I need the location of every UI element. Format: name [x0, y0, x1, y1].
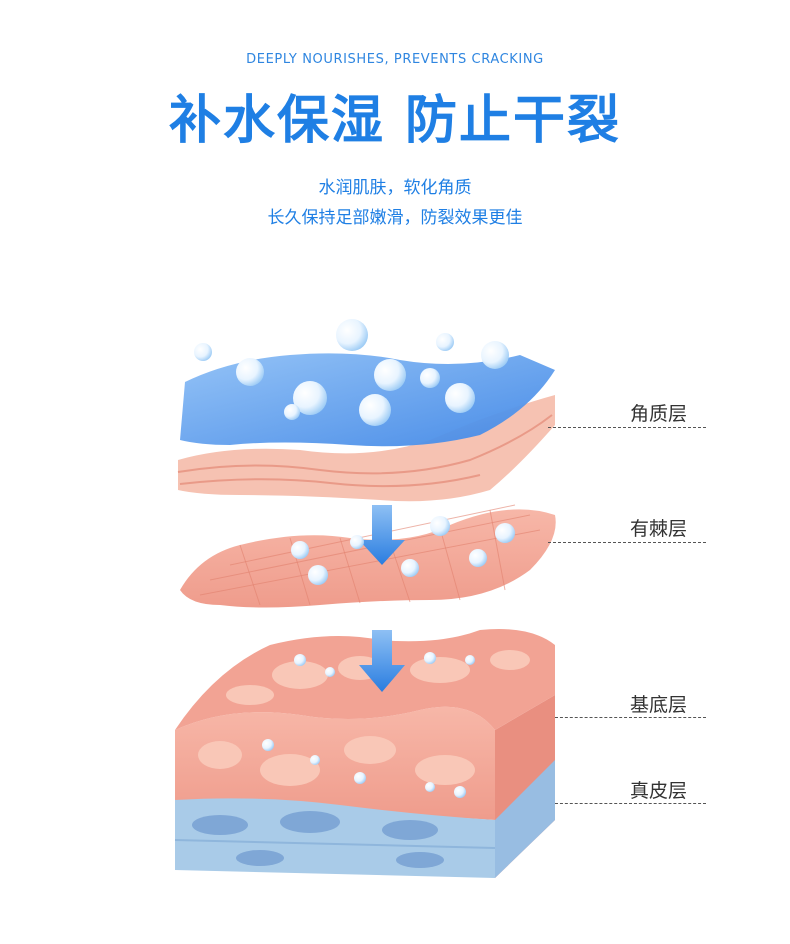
down-arrow-icon — [359, 630, 405, 692]
basal-dermis-block — [174, 629, 555, 878]
down-arrow-icon — [359, 505, 405, 565]
leader-line-dermis — [555, 803, 706, 804]
water-bubbles — [194, 319, 515, 798]
stratum-corneum-stack — [177, 353, 555, 502]
spinous-layer — [180, 504, 556, 608]
label-spinous: 有棘层 — [630, 518, 688, 540]
leader-line-spinous — [548, 542, 706, 543]
skin-layers-illustration — [174, 319, 556, 878]
subtitle-english: DEEPLY NOURISHES, PREVENTS CRACKING — [246, 52, 544, 67]
label-stratum-corneum: 角质层 — [630, 403, 688, 425]
description-line-2: 长久保持足部嫩滑，防裂效果更佳 — [267, 208, 523, 228]
label-dermis: 真皮层 — [630, 780, 688, 802]
description-line-1: 水润肌肤，软化角质 — [318, 178, 472, 198]
leader-line-basal — [555, 717, 706, 718]
page-title: 补水保湿 防止干裂 — [168, 91, 622, 151]
label-basal: 基底层 — [630, 694, 688, 716]
leader-line-stratum-corneum — [548, 427, 706, 428]
